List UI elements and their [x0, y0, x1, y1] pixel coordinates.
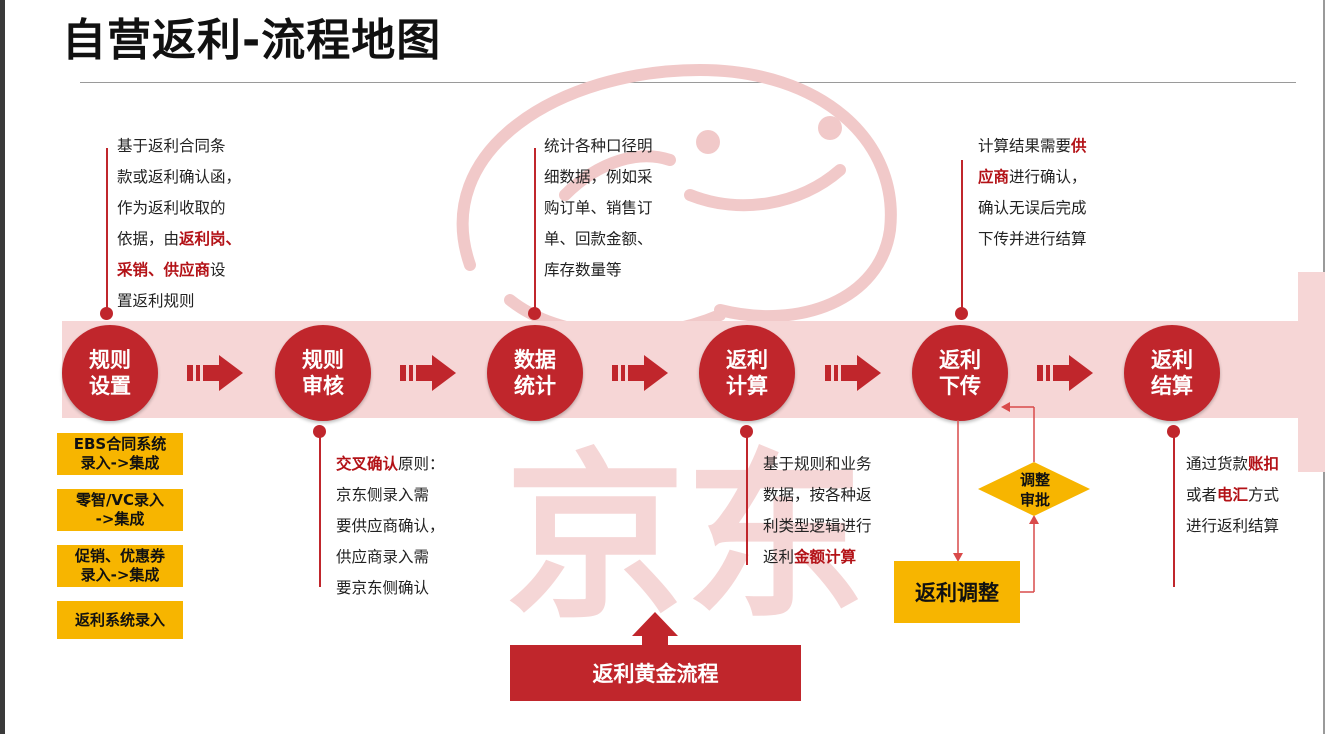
- desc-rebate-push: 计算结果需要供 应商进行确认， 确认无误后完成 下传并进行结算: [978, 137, 1087, 248]
- entry-vc-input[interactable]: 零智/VC录入->集成: [57, 489, 183, 531]
- golden-process-box[interactable]: 返利黄金流程: [510, 645, 801, 701]
- left-edge-bar: [0, 0, 5, 734]
- entry-promo-coupon[interactable]: 促销、优惠券录入->集成: [57, 545, 183, 587]
- entry-ebs-contract[interactable]: EBS合同系统录入->集成: [57, 433, 183, 475]
- step-label-1a: 规则: [89, 348, 131, 372]
- connector-line: [746, 437, 748, 565]
- step-label-5b: 下传: [939, 374, 981, 398]
- connector-line: [534, 148, 536, 308]
- connector-line: [1173, 437, 1175, 587]
- flow-arrow-icon: [1037, 355, 1093, 391]
- step-rebate-settle[interactable]: 返利 结算: [1124, 325, 1220, 421]
- step-rule-setup[interactable]: 规则 设置: [62, 325, 158, 421]
- step-label-2b: 审核: [302, 374, 344, 398]
- connector-line: [106, 148, 108, 308]
- connector-dot: [955, 307, 968, 320]
- desc-rule-setup: 基于返利合同条 款或返利确认函， 作为返利收取的 依据，由返利岗、 采销、供应商…: [117, 137, 242, 310]
- connector-dot: [528, 307, 541, 320]
- connector-dot: [313, 425, 326, 438]
- page-title: 自营返利-流程地图: [62, 15, 442, 66]
- desc-rule-audit: 交叉确认原则： 京东侧录入需 要供应商确认， 供应商录入需 要京东侧确认: [336, 455, 445, 597]
- flow-arrow-icon: [612, 355, 668, 391]
- connector-line: [319, 437, 321, 587]
- step-data-stats[interactable]: 数据 统计: [487, 325, 583, 421]
- step-rebate-calc[interactable]: 返利 计算: [699, 325, 795, 421]
- step-label-3a: 数据: [514, 348, 556, 372]
- approval-label: 调整 审批: [1019, 471, 1050, 509]
- desc-rebate-calc: 基于规则和业务 数据，按各种返 利类型逻辑进行 返利金额计算: [763, 455, 872, 566]
- step-label-4a: 返利: [726, 348, 768, 372]
- connector-dot: [740, 425, 753, 438]
- desc-rebate-settle: 通过货款账扣 或者电汇方式 进行返利结算: [1186, 455, 1280, 535]
- connector-line: [961, 160, 963, 308]
- step-label-5a: 返利: [939, 348, 981, 372]
- connector-dot: [1167, 425, 1180, 438]
- connector-dot: [100, 307, 113, 320]
- step-label-6b: 结算: [1151, 374, 1193, 398]
- entry-rebate-system[interactable]: 返利系统录入: [57, 601, 183, 639]
- step-label-4b: 计算: [726, 374, 768, 398]
- step-label-2a: 规则: [302, 348, 344, 372]
- desc-data-stats: 统计各种口径明 细数据，例如采 购订单、销售订 单、回款金额、 库存数量等: [544, 137, 653, 279]
- flow-arrow-icon: [187, 355, 243, 391]
- step-label-1b: 设置: [89, 374, 131, 398]
- rebate-adjust-box[interactable]: 返利调整: [894, 561, 1020, 623]
- flow-arrow-icon: [825, 355, 881, 391]
- step-label-3b: 统计: [514, 374, 556, 398]
- step-rule-audit[interactable]: 规则 审核: [275, 325, 371, 421]
- step-label-6a: 返利: [1151, 348, 1193, 372]
- flow-arrow-icon: [400, 355, 456, 391]
- step-rebate-push[interactable]: 返利 下传: [912, 325, 1008, 421]
